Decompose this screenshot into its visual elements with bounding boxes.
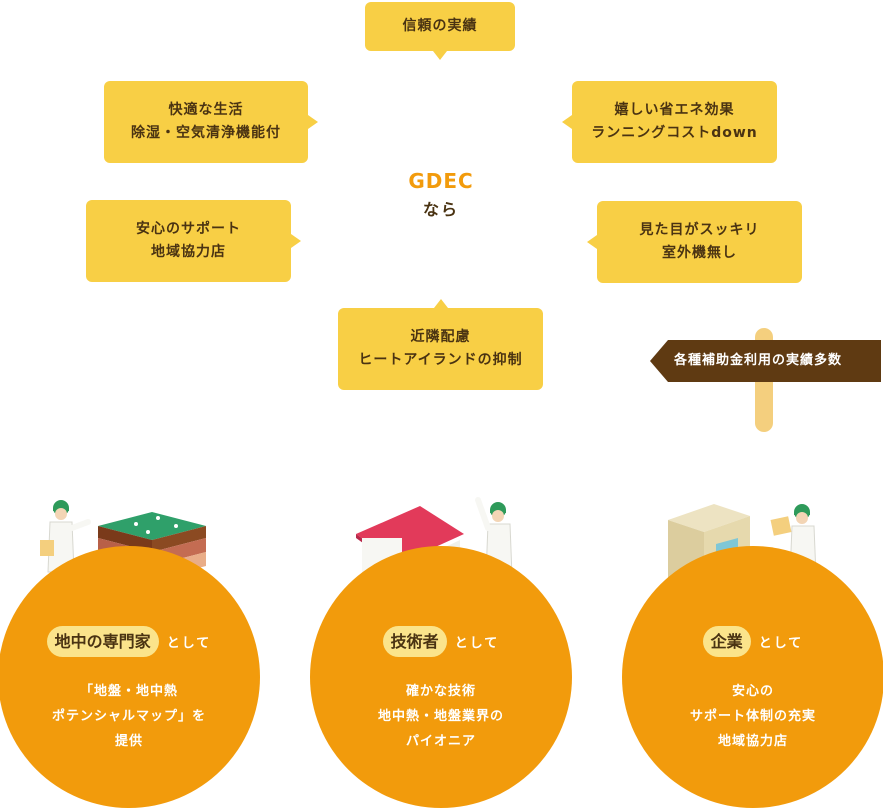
- bubble-support-line1: 安心のサポート: [136, 221, 241, 237]
- bubble-tail: [291, 234, 301, 248]
- bubble-appearance: 見た目がスッキリ 室外機無し: [587, 201, 802, 283]
- bubble-neighbors-line2: ヒートアイランドの抑制: [358, 352, 523, 368]
- bubble-savings-line2: ランニングコストdown: [591, 125, 758, 141]
- bubble-appearance-line1: 見た目がスッキリ: [639, 222, 760, 238]
- signpost-sign: 各種補助金利用の実績多数: [650, 340, 882, 386]
- role-heading: 企業 として: [622, 626, 883, 657]
- role-title-pill: 地中の専門家: [46, 626, 159, 657]
- role-description-line: 地中熱・地盤業界の: [377, 709, 504, 724]
- role-description-line: 地域協力店: [717, 734, 788, 749]
- role-description: 確かな技術 地中熱・地盤業界の パイオニア: [310, 679, 572, 754]
- role-description: 安心の サポート体制の充実 地域協力店: [622, 679, 883, 754]
- role-description-line: パイオニア: [405, 734, 476, 749]
- role-description-line: 確かな技術: [405, 684, 476, 699]
- bubble-support: 安心のサポート 地域協力店: [86, 200, 301, 282]
- brand-suffix: なら: [422, 200, 459, 219]
- role-title-pill: 企業: [702, 626, 751, 657]
- bubble-comfort: 快適な生活 除湿・空気清浄機能付: [104, 81, 318, 163]
- role-description-line: 「地盤・地中熱: [79, 684, 178, 699]
- bubble-neighbors: 近隣配慮 ヒートアイランドの抑制: [338, 299, 543, 390]
- bubble-tail: [433, 51, 447, 60]
- bubble-tail: [433, 299, 448, 308]
- bubble-trust-line1: 信頼の実績: [402, 18, 478, 34]
- brand: GDEC なら: [395, 170, 487, 220]
- role-description: 「地盤・地中熱 ポテンシャルマップ」を 提供: [0, 679, 260, 754]
- bubble-appearance-line2: 室外機無し: [662, 245, 737, 261]
- bubble-tail: [562, 115, 572, 129]
- bubble-comfort-line2: 除湿・空気清浄機能付: [131, 125, 281, 141]
- role-description-line: サポート体制の充実: [689, 709, 816, 724]
- bubble-comfort-line1: 快適な生活: [168, 102, 244, 118]
- signpost-board: [650, 340, 881, 382]
- role-description-line: ポテンシャルマップ」を: [51, 709, 206, 724]
- role-description-line: 提供: [114, 734, 143, 749]
- role-title-pill: 技術者: [382, 626, 447, 657]
- role-suffix: として: [758, 636, 804, 651]
- bubble-support-line2: 地域協力店: [151, 244, 226, 260]
- role-heading: 技術者 として: [310, 626, 572, 657]
- role-circle-specialist: 地中の専門家 として 「地盤・地中熱 ポテンシャルマップ」を 提供: [0, 546, 260, 808]
- role-circle-company: 企業 として 安心の サポート体制の充実 地域協力店: [622, 546, 883, 808]
- bubble-tail: [308, 115, 318, 129]
- svg-text:GDEC: GDEC: [408, 170, 473, 192]
- role-suffix: として: [454, 636, 500, 651]
- bubble-trust: 信頼の実績: [365, 2, 515, 60]
- bubble-savings: 嬉しい省エネ効果 ランニングコストdown: [562, 81, 777, 163]
- role-heading: 地中の専門家 として: [0, 626, 260, 657]
- signpost-label: 各種補助金利用の実績多数: [674, 353, 843, 368]
- role-suffix: として: [166, 636, 212, 651]
- bubble-neighbors-line1: 近隣配慮: [410, 329, 471, 345]
- role-circle-engineer: 技術者 として 確かな技術 地中熱・地盤業界の パイオニア: [310, 546, 572, 808]
- role-description-line: 安心の: [731, 684, 774, 699]
- bubble-savings-line1: 嬉しい省エネ効果: [614, 102, 735, 118]
- bubble-tail: [587, 235, 597, 249]
- gdec-logo: GDEC: [408, 170, 473, 192]
